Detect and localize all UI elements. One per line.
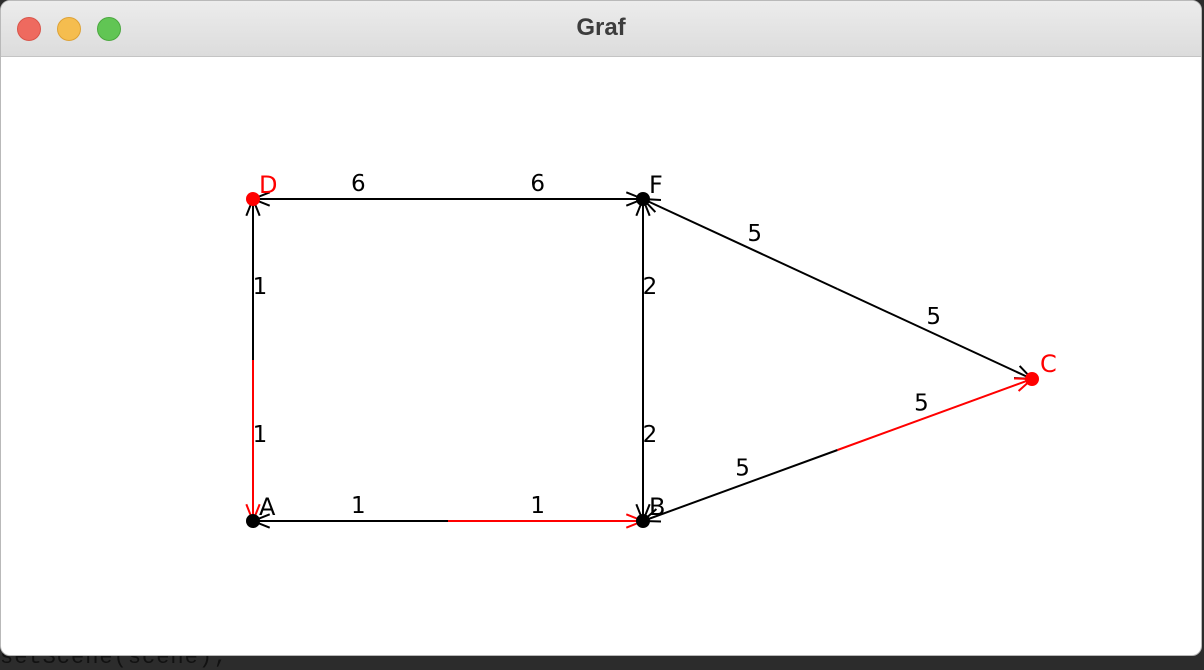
node-label-C: C (1040, 350, 1057, 378)
edge-B-C-segment-B (642, 449, 838, 522)
minimize-button[interactable] (57, 17, 81, 41)
weight-label-D-F-near-F: 6 (530, 171, 545, 197)
node-C[interactable] (1025, 372, 1039, 386)
node-label-A: A (259, 493, 276, 521)
weight-label-F-B-near-F: 2 (643, 274, 658, 300)
node-F[interactable] (636, 192, 650, 206)
edge-F-C-segment-C (837, 288, 1033, 380)
weight-label-A-B-near-A: 1 (351, 493, 366, 519)
node-label-D: D (259, 171, 277, 199)
weight-label-A-B-near-B: 1 (530, 493, 545, 519)
close-button[interactable] (17, 17, 41, 41)
zoom-button[interactable] (97, 17, 121, 41)
title-bar[interactable]: Graf (1, 1, 1201, 57)
weight-label-F-B-near-B: 2 (643, 422, 658, 448)
window-title: Graf (576, 14, 626, 41)
weight-label-D-A-near-A: 1 (253, 422, 268, 448)
node-label-B: B (649, 493, 665, 521)
graph-canvas: 6 6 1 1 1 1 2 2 5 5 5 5 D F A B C (245, 171, 1057, 529)
weight-label-F-C-near-C: 5 (926, 304, 941, 330)
weight-label-B-C-near-B: 5 (735, 456, 750, 482)
node-A[interactable] (246, 514, 260, 528)
weight-label-B-C-near-C: 5 (914, 390, 929, 416)
edge-F-C-segment-F (642, 198, 838, 290)
weight-label-F-C-near-F: 5 (747, 221, 762, 247)
weight-label-D-F-near-D: 6 (351, 171, 366, 197)
graph-window: Graf 6 6 1 1 1 1 2 2 5 5 5 5 D F A B C (0, 0, 1202, 656)
node-label-F: F (649, 171, 663, 199)
node-D[interactable] (246, 192, 260, 206)
weight-label-D-A-near-D: 1 (253, 274, 268, 300)
edge-B-C-segment-C (837, 378, 1033, 451)
node-B[interactable] (636, 514, 650, 528)
